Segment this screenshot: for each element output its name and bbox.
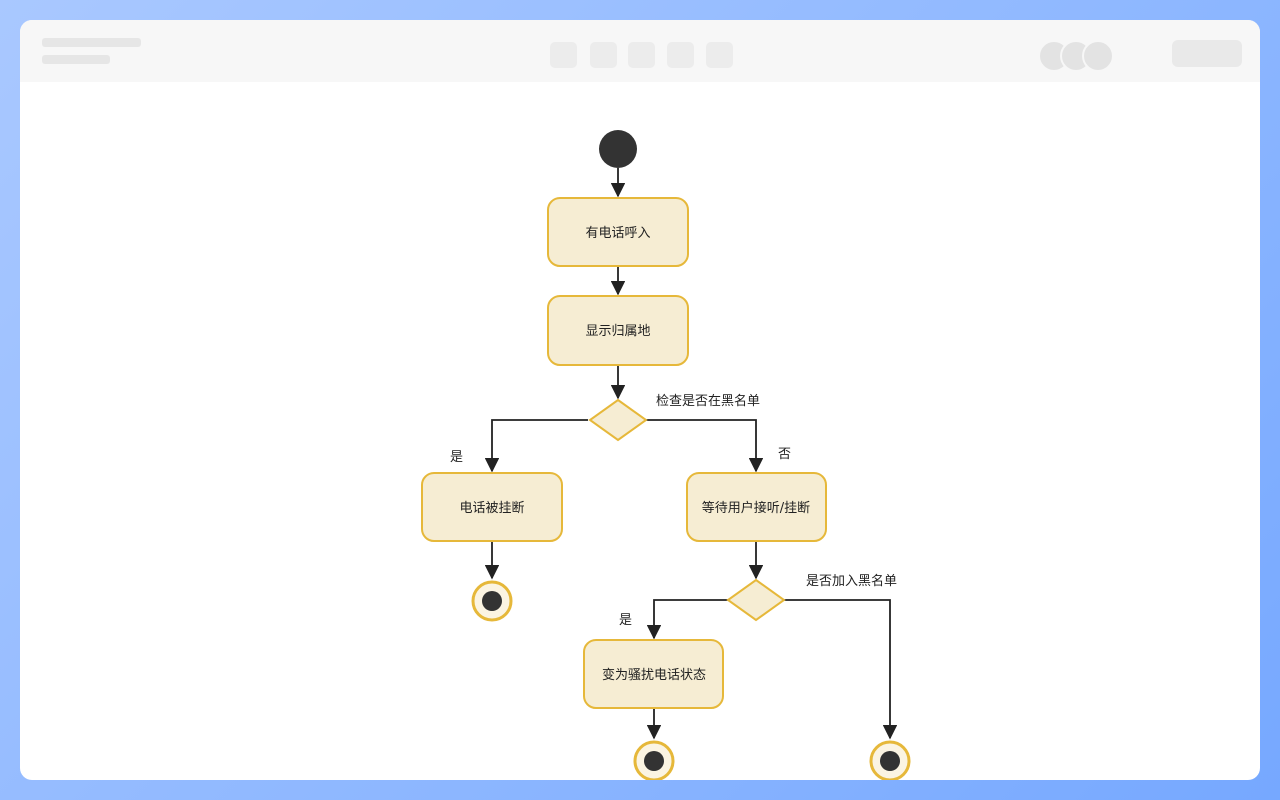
- document-title-placeholder: [42, 38, 141, 47]
- node-show-location[interactable]: 显示归属地: [547, 295, 689, 366]
- edge-decision2-yes: [646, 599, 728, 640]
- edges: [484, 168, 898, 740]
- edge-label-yes-2: 是: [619, 613, 632, 628]
- toolbar-button-1[interactable]: [550, 42, 577, 68]
- top-toolbar: [20, 20, 1260, 82]
- end-node-2[interactable]: [633, 740, 675, 780]
- share-button[interactable]: [1172, 40, 1242, 67]
- decision-check-blacklist[interactable]: [588, 398, 648, 442]
- toolbar-button-5[interactable]: [706, 42, 733, 68]
- end-node-1[interactable]: [471, 580, 513, 622]
- edge-label-no-1: 否: [778, 447, 791, 462]
- start-node[interactable]: [599, 130, 637, 168]
- toolbar-button-4[interactable]: [667, 42, 694, 68]
- node-call-hung-up[interactable]: 电话被挂断: [421, 472, 563, 542]
- edge-decision1-yes: [484, 419, 588, 473]
- node-incoming-call-label: 有电话呼入: [585, 226, 650, 241]
- decision-add-blacklist[interactable]: [726, 578, 786, 622]
- collaborator-avatar-3[interactable]: [1082, 40, 1114, 72]
- decision-check-blacklist-label: 检查是否在黑名单: [656, 393, 760, 409]
- node-call-hung-up-label: 电话被挂断: [459, 501, 524, 516]
- node-wait-user-label: 等待用户接听/挂断: [702, 500, 810, 516]
- node-mark-harassment-label: 变为骚扰电话状态: [602, 667, 706, 683]
- node-show-location-label: 显示归属地: [585, 324, 650, 339]
- edge-label-yes-1: 是: [450, 450, 463, 465]
- toolbar-button-3[interactable]: [628, 42, 655, 68]
- activity-diagram: 有电话呼入 显示归属地 检查是否在黑名单 是 否 电话被挂断 等待用: [421, 130, 911, 780]
- document-subtitle-placeholder: [42, 55, 110, 64]
- diagram-canvas: 有电话呼入 显示归属地 检查是否在黑名单 是 否 电话被挂断 等待用: [20, 82, 1260, 780]
- app-window: 有电话呼入 显示归属地 检查是否在黑名单 是 否 电话被挂断 等待用: [20, 20, 1260, 780]
- node-mark-harassment[interactable]: 变为骚扰电话状态: [583, 639, 724, 709]
- edge-decision2-no: [784, 599, 898, 740]
- toolbar-button-2[interactable]: [590, 42, 617, 68]
- node-incoming-call[interactable]: 有电话呼入: [547, 197, 689, 267]
- decision-add-blacklist-label: 是否加入黑名单: [806, 573, 897, 589]
- end-node-3[interactable]: [869, 740, 911, 780]
- node-wait-user[interactable]: 等待用户接听/挂断: [686, 472, 827, 542]
- edge-decision1-no: [646, 419, 764, 473]
